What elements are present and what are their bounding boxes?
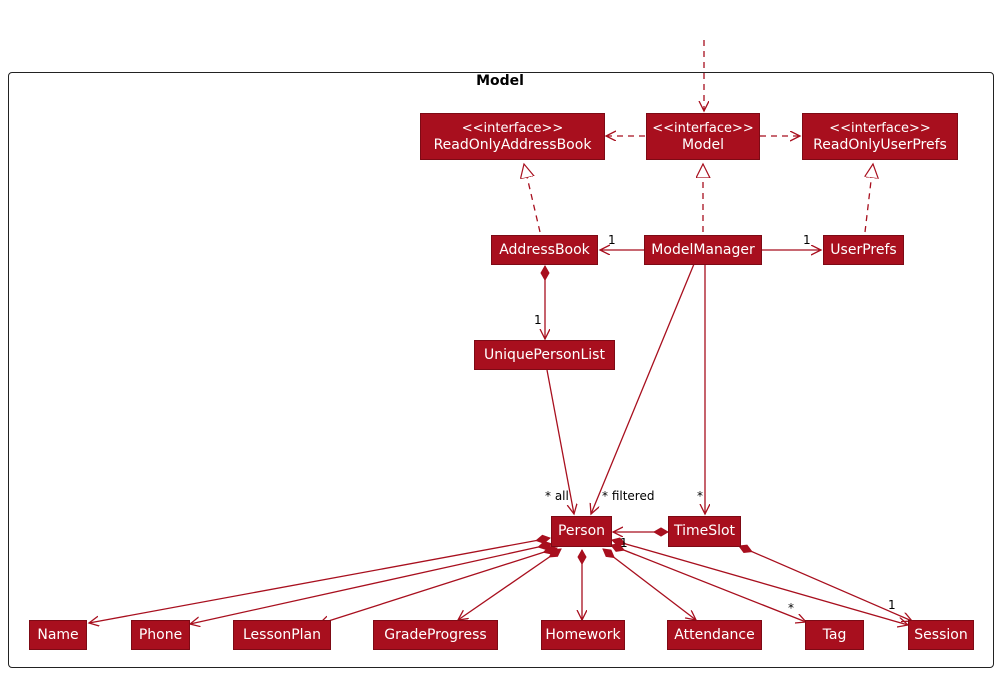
multiplicity-timeslot: * (697, 489, 703, 503)
class-name: Phone (138, 626, 183, 643)
class-userprefs[interactable]: UserPrefs (823, 235, 904, 265)
class-name: GradeProgress (384, 626, 487, 643)
multiplicity-addressbook: 1 (608, 233, 616, 247)
class-name: TimeSlot (673, 523, 736, 539)
class-name-field[interactable]: Name (29, 620, 87, 650)
class-name: Person (557, 523, 606, 539)
person-phone-edge (190, 544, 552, 624)
person-session-edge (612, 540, 908, 625)
class-gradeprogress[interactable]: GradeProgress (373, 620, 498, 650)
multiplicity-tag: * (788, 601, 794, 615)
class-homework[interactable]: Homework (541, 620, 625, 650)
class-name: ModelManager (651, 241, 755, 258)
class-attendance[interactable]: Attendance (667, 620, 762, 650)
uniquepersonlist-person-edge (546, 369, 574, 514)
class-phone[interactable]: Phone (131, 620, 190, 650)
multiplicity-uniquepersonlist: 1 (534, 313, 542, 327)
timeslot-session-edge (739, 546, 912, 621)
class-name: Attendance (674, 626, 755, 643)
class-session[interactable]: Session (908, 620, 974, 650)
person-gradeprogress-edge (458, 549, 561, 620)
role-all: * all (545, 489, 569, 503)
addressbook-realizes-edge (524, 164, 541, 233)
class-name: AddressBook (499, 241, 590, 258)
person-tag-edge (611, 545, 806, 622)
class-name: UniquePersonList (484, 346, 605, 363)
class-lessonplan[interactable]: LessonPlan (233, 620, 331, 650)
class-name: ReadOnlyAddressBook (433, 136, 592, 153)
modelmanager-person-edge (591, 263, 695, 514)
class-model[interactable]: <<interface>> Model (646, 113, 760, 160)
person-name-edge (89, 538, 550, 623)
class-timeslot[interactable]: TimeSlot (668, 516, 741, 547)
class-person[interactable]: Person (551, 516, 612, 547)
package-title: Model (476, 73, 524, 89)
class-name: Homework (545, 626, 621, 643)
class-readonlyuserprefs[interactable]: <<interface>> ReadOnlyUserPrefs (802, 113, 958, 160)
class-uniquepersonlist[interactable]: UniquePersonList (474, 340, 615, 370)
role-filtered: * filtered (602, 489, 654, 503)
class-name: Tag (822, 626, 847, 643)
stereotype-label: <<interface>> (652, 120, 754, 136)
class-tag[interactable]: Tag (805, 620, 864, 650)
class-name: ReadOnlyUserPrefs (813, 136, 947, 153)
class-name: LessonPlan (243, 626, 321, 643)
class-name: Name (37, 626, 79, 643)
class-readonlyaddressbook[interactable]: <<interface>> ReadOnlyAddressBook (420, 113, 605, 160)
class-modelmanager[interactable]: ModelManager (644, 235, 762, 265)
multiplicity-person-timeslot: 1 (620, 536, 628, 550)
userprefs-realizes-edge (864, 164, 873, 233)
class-addressbook[interactable]: AddressBook (491, 235, 598, 265)
stereotype-label: <<interface>> (829, 120, 931, 136)
class-name: Session (914, 626, 968, 643)
class-name: Model (681, 136, 725, 153)
multiplicity-userprefs: 1 (803, 233, 811, 247)
person-lessonplan-edge (319, 548, 557, 624)
model-package-frame (8, 72, 994, 668)
multiplicity-session: 1 (888, 598, 896, 612)
stereotype-label: <<interface>> (461, 120, 564, 136)
class-name: UserPrefs (830, 241, 897, 258)
